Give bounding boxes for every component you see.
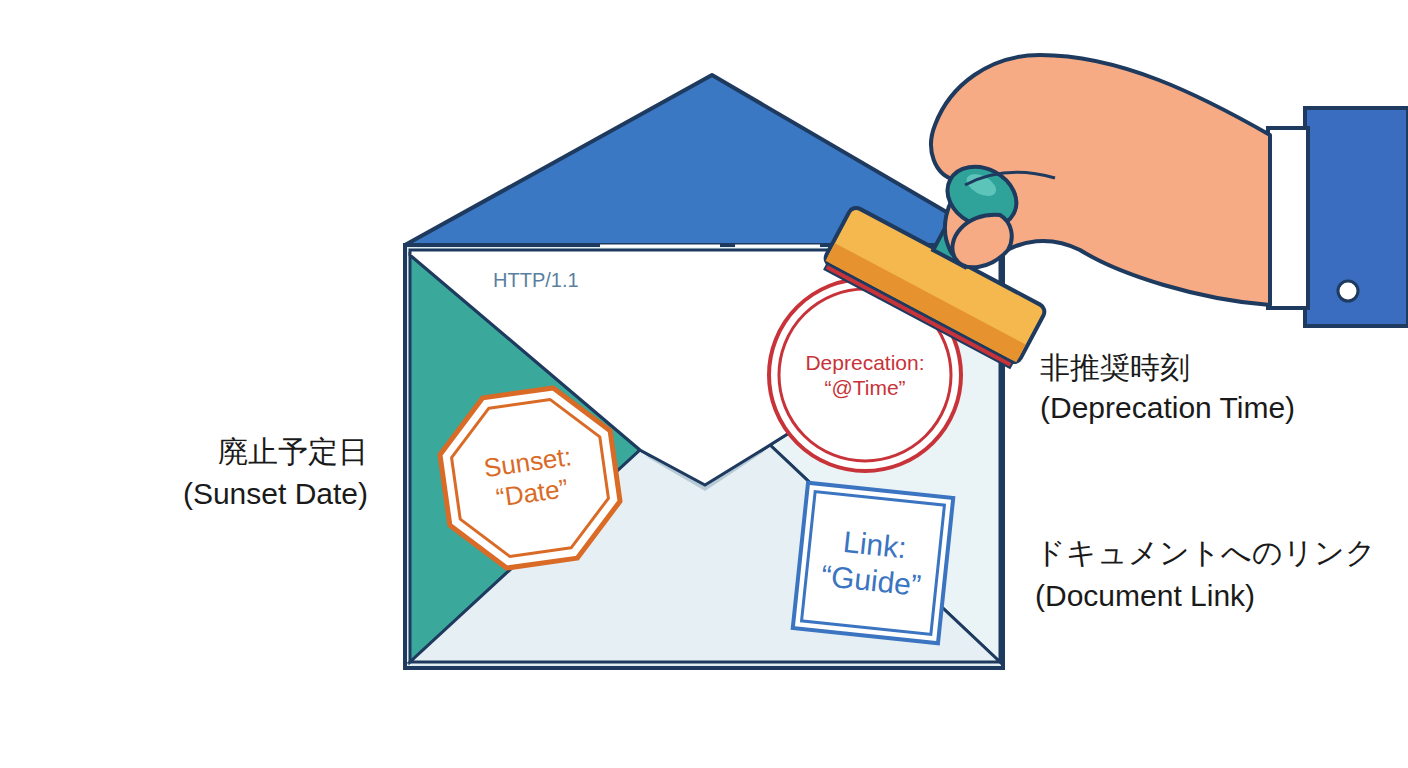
envelope-body [405, 245, 1003, 668]
stamp-text: Link: “Guide” [815, 521, 932, 604]
annotation-label: 廃止予定日 [218, 434, 368, 470]
cuff-button [1338, 281, 1358, 301]
annotation-label: 非推奨時刻 [1040, 350, 1190, 386]
stamp-inner-ring [779, 289, 951, 461]
rubber-stamp [820, 163, 1070, 370]
stamp-block [823, 205, 1047, 365]
node-text-box: Sunset: “Date” [423, 371, 638, 586]
stamp-neck [933, 206, 988, 267]
stamp-inner-square [802, 492, 945, 635]
finger-line [965, 172, 1055, 185]
stamp-outer-octagon [433, 381, 627, 575]
stamp-inner-octagon [445, 393, 614, 562]
node-outline [767, 277, 963, 473]
node-text-box: Deprecation: “@Time” [767, 277, 963, 473]
stamp-outer-ring [769, 279, 961, 471]
cuff [1268, 128, 1308, 308]
stamp-knob-group [937, 155, 1027, 238]
sleeve [1305, 108, 1408, 326]
thumb [952, 215, 1011, 268]
link-stamp: Link: “Guide” [791, 481, 956, 646]
annotation-label: (Deprecation Time) [1040, 390, 1295, 426]
stamp-block-side [826, 243, 1026, 362]
sunset-stamp: Sunset: “Date” [423, 371, 638, 586]
hand [931, 55, 1270, 305]
stamp-rubber [824, 264, 1012, 368]
annotation-label: (Sunset Date) [183, 476, 368, 512]
envelope-flap [405, 75, 1003, 245]
stamp-text: HTTP/1.1 [493, 268, 579, 292]
flap-gap [735, 245, 820, 248]
deprecation-stamp: Deprecation: “@Time” [767, 277, 963, 473]
stamp-outer-square [793, 483, 953, 643]
stamp-text: Deprecation: “@Time” [790, 350, 940, 400]
annotation-label: ドキュメントへのリンク [1035, 535, 1376, 571]
stamp-text: Sunset: “Date” [466, 439, 594, 517]
flap-gap [600, 245, 720, 248]
stamp-knob-highlight [963, 170, 1000, 201]
node-text-box: Link: “Guide” [791, 481, 956, 646]
stamp-knob [937, 155, 1027, 238]
annotation-label: (Document Link) [1035, 578, 1255, 614]
